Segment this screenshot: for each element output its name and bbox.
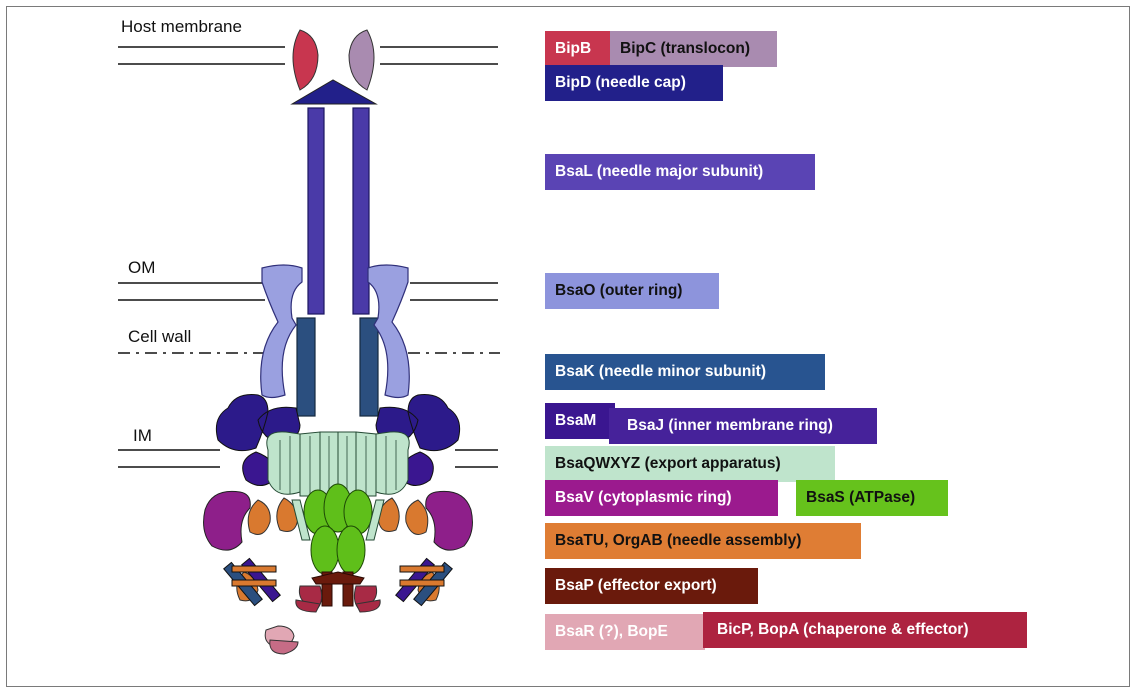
legend-bsal: BsaL (needle major subunit) [545, 154, 815, 190]
legend-bsaj: BsaJ (inner membrane ring) [609, 408, 877, 444]
legend-bsao: BsaO (outer ring) [545, 273, 719, 309]
cell-wall-label: Cell wall [128, 327, 191, 347]
om-label: OM [128, 258, 155, 278]
legend-bsar: BsaR (?), BopE [545, 614, 705, 650]
bsav-cytoplasmic-ring-right [426, 491, 473, 550]
legend-bipc-text: BipC (translocon) [620, 40, 750, 57]
legend-bsao-text: BsaO (outer ring) [555, 282, 682, 299]
legend-bsas-text: BsaS (ATPase) [806, 489, 915, 506]
bsar-effector-shapes [265, 626, 298, 654]
im-label: IM [133, 426, 152, 446]
legend-bsatu-text: BsaTU, OrgAB (needle assembly) [555, 532, 801, 549]
side-crossed-rods-left [224, 558, 281, 605]
legend-bsaqwxyz-text: BsaQWXYZ (export apparatus) [555, 455, 781, 472]
bsao-outer-ring-left [261, 265, 302, 398]
legend-bicp: BicP, BopA (chaperone & effector) [703, 612, 1027, 648]
host-membrane-label: Host membrane [121, 17, 242, 37]
legend-bipb: BipB [545, 31, 611, 67]
bsav-cytoplasmic-ring-left [204, 491, 251, 550]
bipc-translocon-shape [349, 30, 374, 90]
legend-bsatu: BsaTU, OrgAB (needle assembly) [545, 523, 861, 559]
legend-bsaqwxyz: BsaQWXYZ (export apparatus) [545, 446, 835, 482]
legend-bsas: BsaS (ATPase) [796, 480, 948, 516]
legend-bsam: BsaM [545, 403, 615, 439]
bsak-rod-left [297, 318, 315, 416]
legend-bsav: BsaV (cytoplasmic ring) [545, 480, 778, 516]
legend-bipd: BipD (needle cap) [545, 65, 723, 101]
legend-bsak: BsaK (needle minor subunit) [545, 354, 825, 390]
bsas-atpase-shape [304, 484, 372, 574]
legend-bsap: BsaP (effector export) [545, 568, 758, 604]
bicp-chaperone-shapes [296, 586, 380, 612]
bsak-rod-right [360, 318, 378, 416]
bsal-needle-left [308, 108, 324, 314]
side-crossed-rods-right [396, 558, 453, 605]
legend-bipc: BipC (translocon) [610, 31, 777, 67]
bipb-translocon-shape [293, 30, 318, 90]
bsal-needle-right [353, 108, 369, 314]
